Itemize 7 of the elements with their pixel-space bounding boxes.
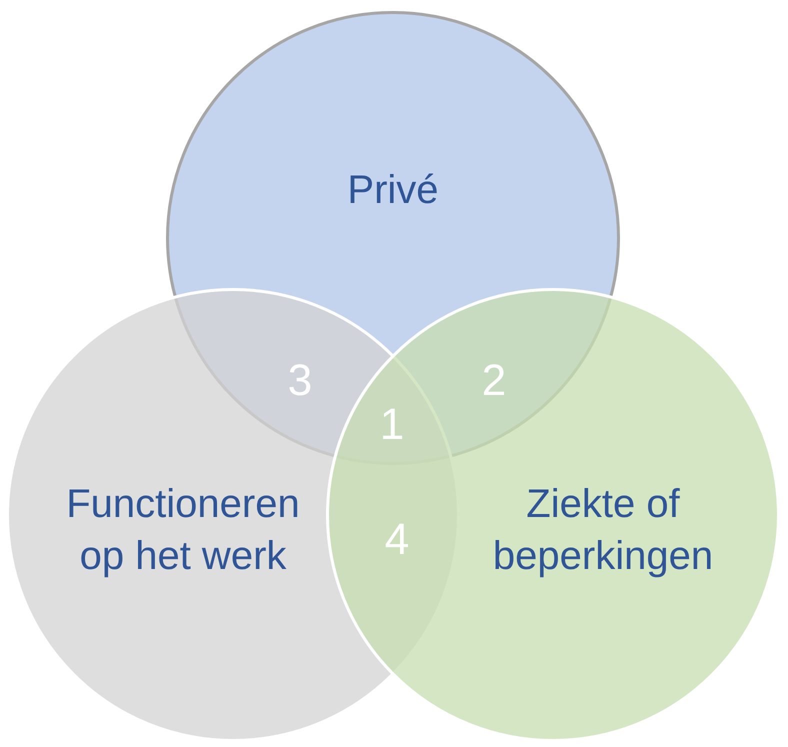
circle-label: Functioneren op het werk bbox=[65, 481, 301, 580]
circle-label: Privé bbox=[346, 167, 440, 214]
circle-label: Ziekte of beperkingen bbox=[492, 481, 714, 580]
region-number: 4 bbox=[384, 515, 410, 565]
region-number: 1 bbox=[380, 400, 404, 450]
venn-circle bbox=[326, 288, 780, 742]
region-number: 2 bbox=[482, 356, 506, 406]
